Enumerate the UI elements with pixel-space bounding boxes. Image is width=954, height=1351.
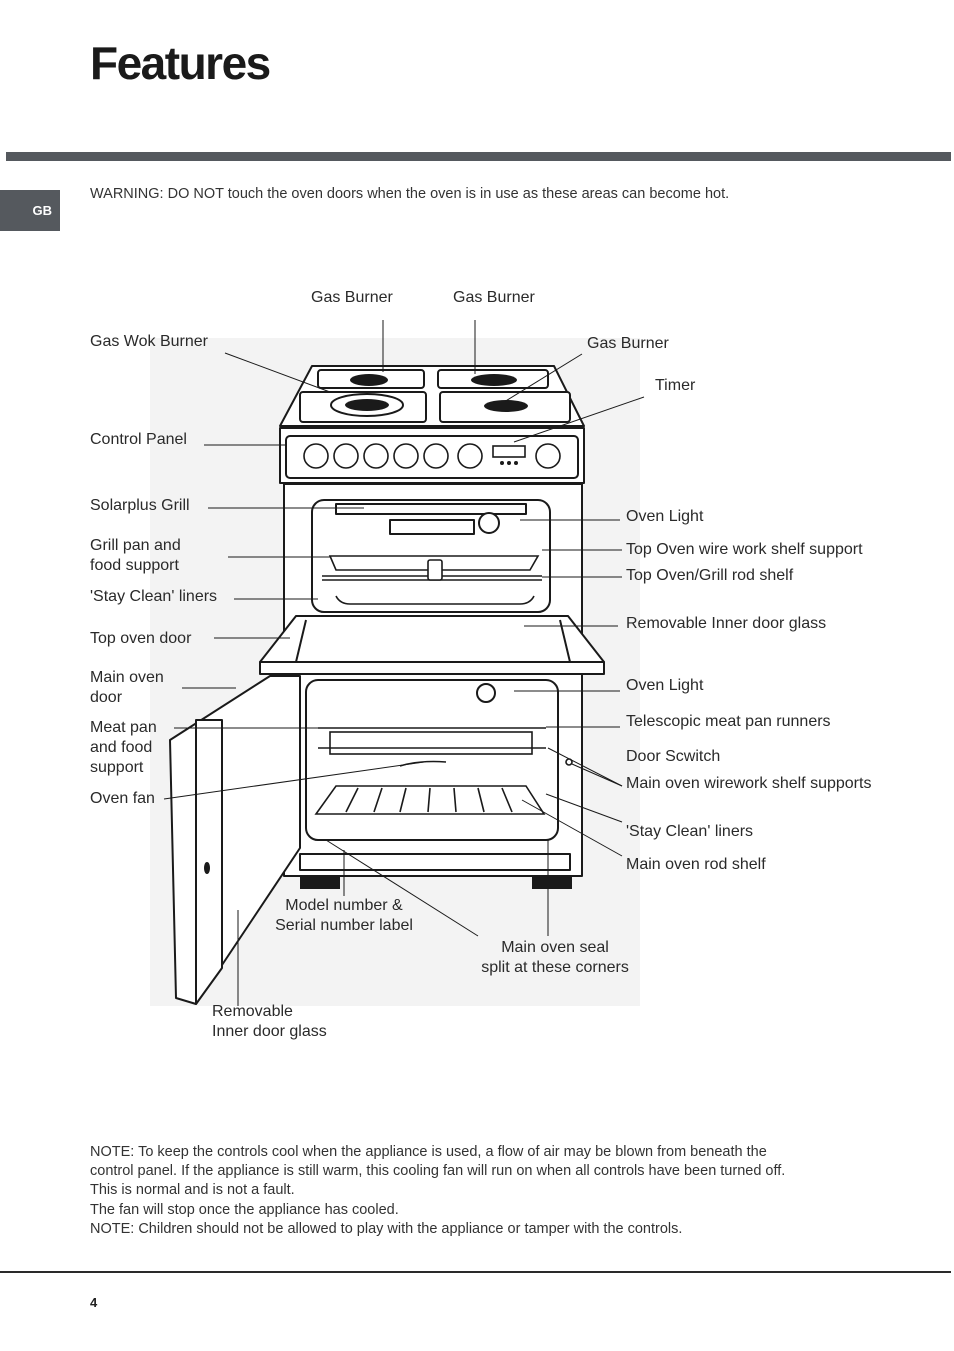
label-removable-inner-glass-top: Removable Inner door glass (626, 615, 827, 632)
note-line: NOTE: Children should not be allowed to … (90, 1220, 683, 1237)
note-line: This is normal and is not a fault. (90, 1182, 295, 1199)
solarplus-grill-element (335, 503, 527, 515)
notes-block: NOTE: To keep the controls cool when the… (90, 1143, 890, 1239)
knob-6 (457, 443, 483, 469)
knob-1 (303, 443, 329, 469)
label-timer: Timer (655, 377, 696, 394)
wok-burner-center (345, 399, 389, 411)
label-grill-pan-line2: food support (90, 557, 179, 574)
burner-back-left (350, 374, 388, 386)
label-telescopic-runners: Telescopic meat pan runners (626, 713, 831, 730)
main-oven-cavity (305, 679, 559, 841)
label-oven-light-top: Oven Light (626, 508, 704, 525)
grill-reflector (389, 519, 475, 535)
label-solarplus-grill: Solarplus Grill (90, 497, 190, 514)
top-oven-door (259, 615, 605, 675)
control-knobs (303, 443, 561, 469)
label-model-number-line2: Serial number label (275, 917, 413, 934)
label-grill-pan-line1: Grill pan and (90, 537, 181, 554)
label-main-oven-rod-shelf: Main oven rod shelf (626, 856, 766, 873)
cooker-feet (300, 876, 572, 889)
main-oven-light (476, 683, 496, 703)
timer-buttons (500, 461, 518, 465)
label-oven-light-main: Oven Light (626, 677, 704, 694)
note-line: The fan will stop once the appliance has… (90, 1201, 399, 1218)
language-tab: GB (0, 190, 60, 231)
page-number: 4 (90, 1295, 98, 1310)
label-meat-pan-line2: and food (90, 739, 153, 756)
label-main-oven-seal-line2: split at these corners (481, 959, 629, 976)
label-top-oven-door: Top oven door (90, 630, 192, 647)
knob-2 (333, 443, 359, 469)
label-removable-door-glass-line1: Removable (212, 1003, 293, 1020)
header-rule (6, 152, 951, 161)
label-model-number-line1: Model number & (285, 897, 403, 914)
label-gas-wok-burner: Gas Wok Burner (90, 333, 208, 350)
burner-back-right (471, 374, 517, 386)
label-main-oven-door-line1: Main oven (90, 669, 164, 686)
label-main-oven-door-line2: door (90, 689, 123, 706)
label-top-oven-grill-rod: Top Oven/Grill rod shelf (626, 567, 794, 584)
foot-right (532, 876, 572, 889)
label-door-switch: Door Scwitch (626, 748, 721, 765)
footer-rule (0, 1271, 951, 1273)
plinth (299, 853, 571, 871)
label-stay-clean-left: 'Stay Clean' liners (90, 588, 218, 605)
leader-lines (163, 320, 645, 1006)
top-oven-light (478, 512, 500, 534)
label-top-oven-wire-shelf: Top Oven wire work shelf support (626, 541, 863, 558)
knob-4 (393, 443, 419, 469)
knob-7 (535, 443, 561, 469)
label-meat-pan-line1: Meat pan (90, 719, 157, 736)
knob-5 (423, 443, 449, 469)
note-line: control panel. If the appliance is still… (90, 1163, 786, 1180)
label-main-oven-seal-line1: Main oven seal (501, 939, 609, 956)
note-line: NOTE: To keep the controls cool when the… (90, 1144, 767, 1160)
burner-front-right (484, 400, 528, 412)
timer-display (492, 445, 526, 458)
label-stay-clean-right: 'Stay Clean' liners (626, 823, 754, 840)
knob-3 (363, 443, 389, 469)
label-removable-door-glass-line2: Inner door glass (212, 1023, 327, 1040)
main-oven-shelves (314, 727, 573, 815)
page-title: Features (90, 37, 271, 89)
warning-text: WARNING: DO NOT touch the oven doors whe… (90, 186, 730, 202)
foot-left (300, 876, 340, 889)
label-meat-pan-line3: support (90, 759, 144, 776)
top-oven-shelf (322, 555, 542, 605)
label-gas-burner-3: Gas Burner (587, 335, 669, 352)
oven-lights (476, 512, 500, 703)
label-gas-burner-1: Gas Burner (311, 289, 393, 306)
label-control-panel: Control Panel (90, 431, 187, 448)
label-gas-burner-2: Gas Burner (453, 289, 535, 306)
label-oven-fan: Oven fan (90, 790, 155, 807)
label-main-oven-wirework: Main oven wirework shelf supports (626, 775, 872, 792)
burners (330, 374, 528, 417)
main-oven-door (169, 675, 301, 1005)
